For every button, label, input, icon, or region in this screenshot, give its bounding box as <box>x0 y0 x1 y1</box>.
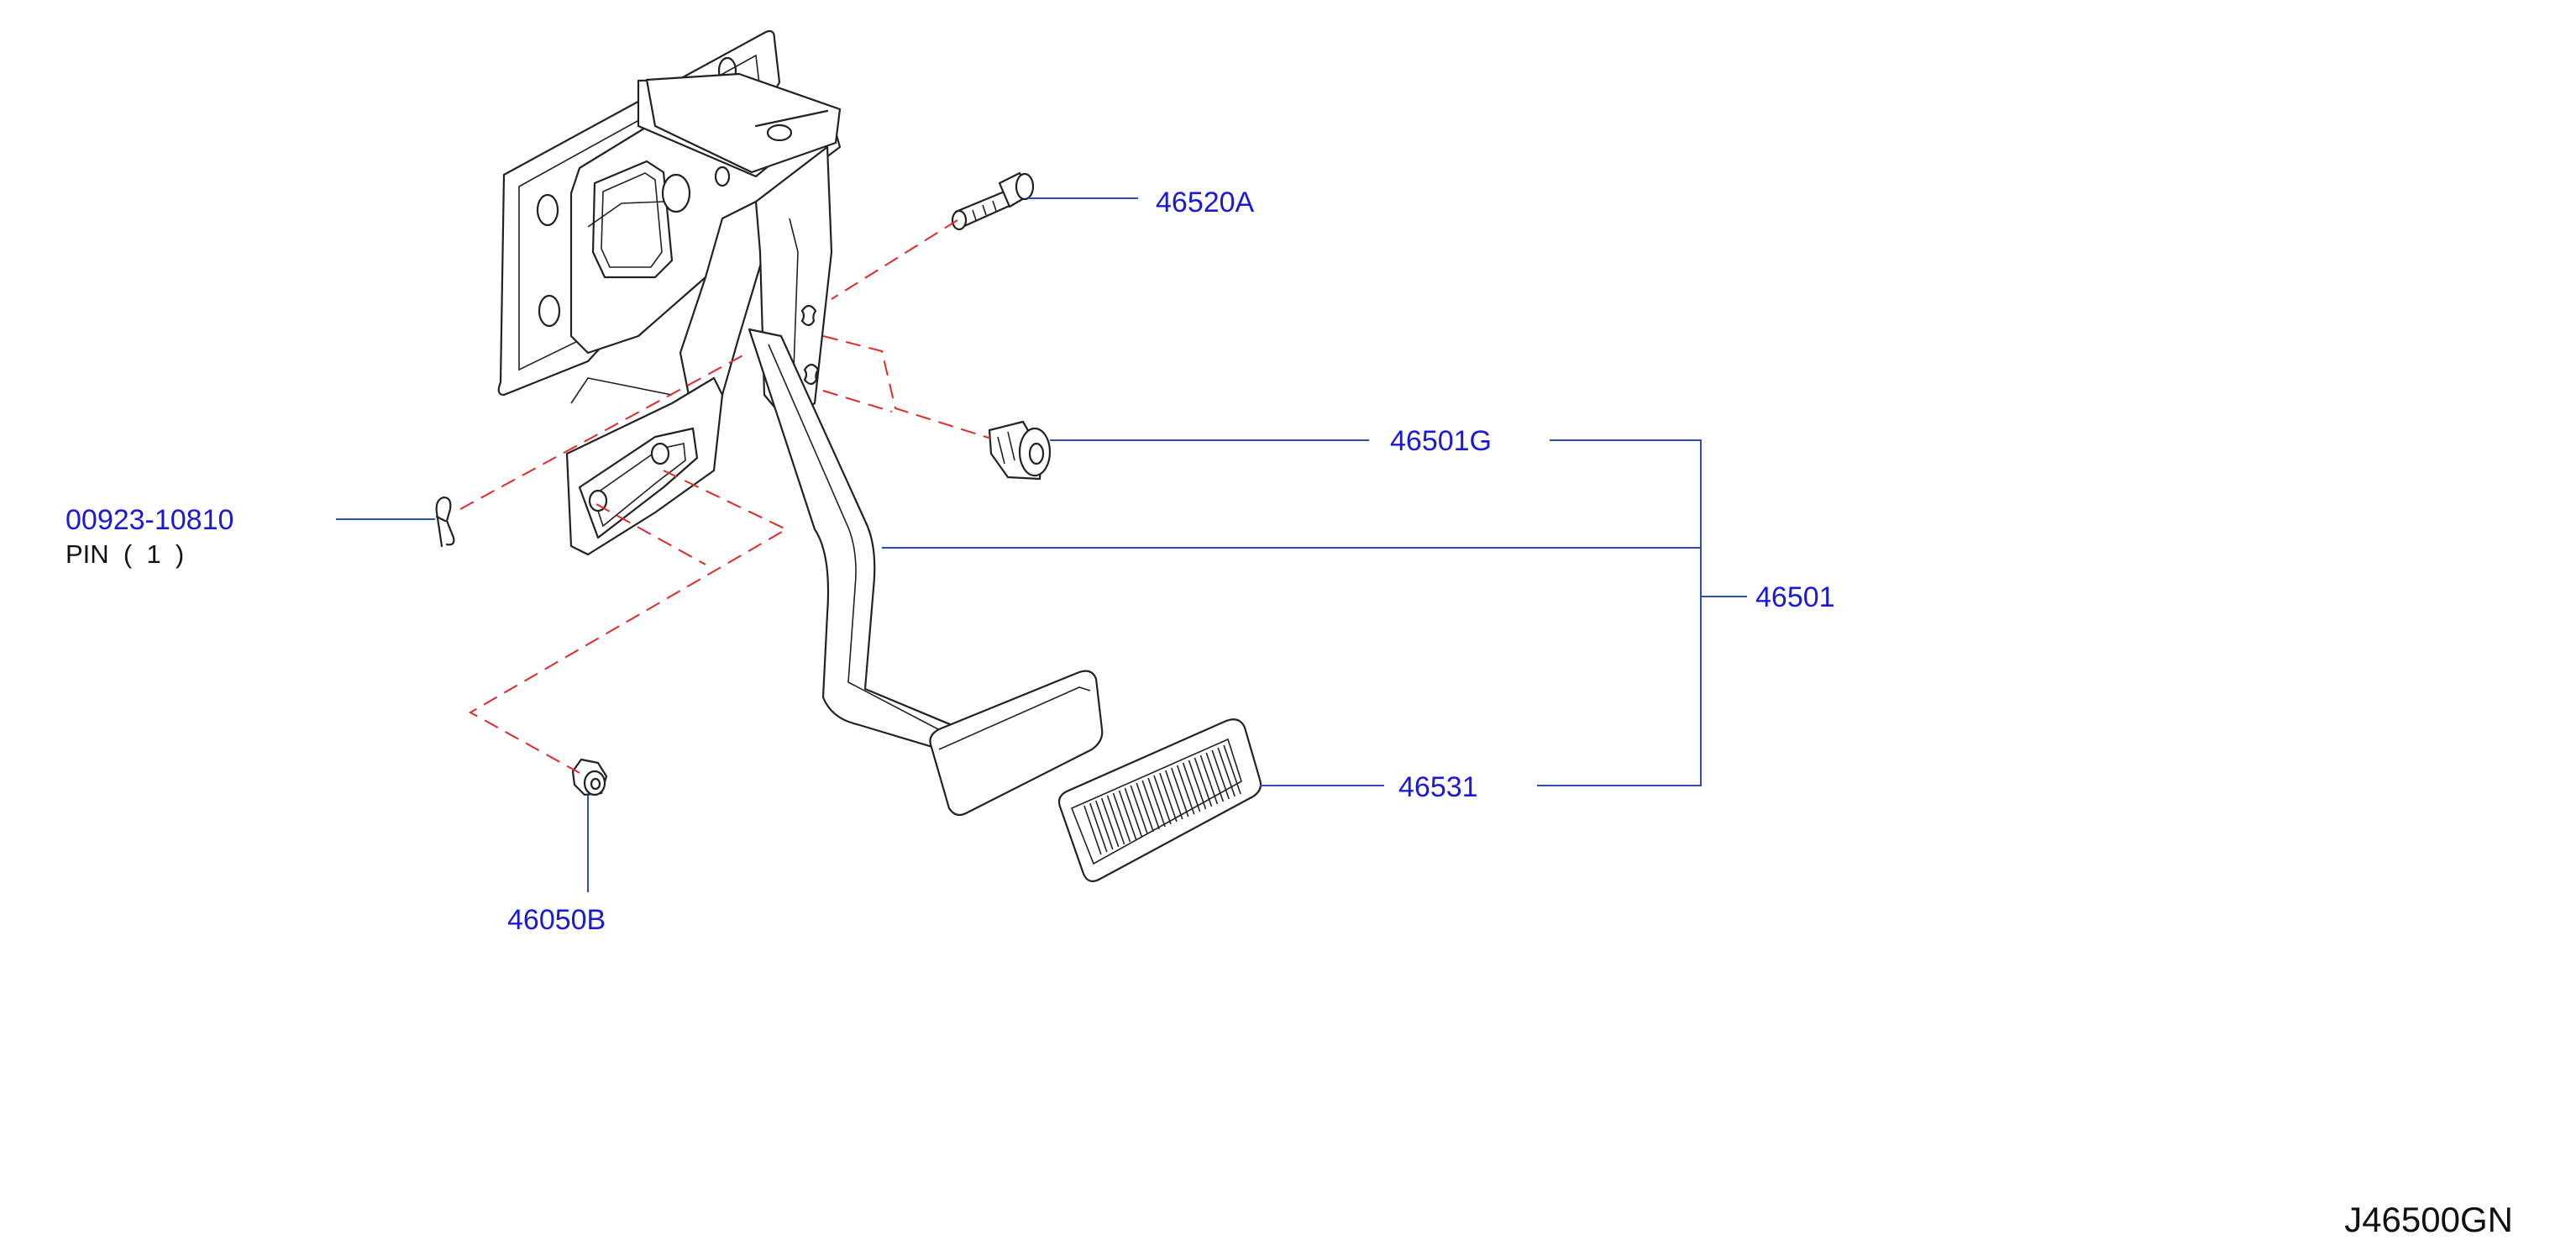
pad-ridge <box>1211 749 1230 800</box>
pad-ridge <box>1100 797 1120 848</box>
pad-ridge <box>1199 754 1219 805</box>
pad-ridge <box>1159 772 1178 823</box>
part-description-pin: PIN ( 1 ) <box>66 539 184 569</box>
pad-ridge <box>1171 767 1189 817</box>
pedal-bracket <box>497 29 842 556</box>
pad-ridge <box>1165 770 1183 820</box>
part-number-46501G: 46501G <box>1390 425 1492 457</box>
pad-ridge <box>1083 805 1102 855</box>
nut-icon <box>571 758 608 796</box>
pad-ridge <box>1188 760 1207 810</box>
pad-ridge <box>1136 782 1154 833</box>
pedal-pad-icon <box>1057 718 1262 883</box>
pad-ridge <box>1141 780 1160 830</box>
clip-pin-icon <box>435 496 455 548</box>
pad-ridge <box>1205 752 1225 802</box>
pad-ridge <box>1217 747 1236 797</box>
part-number-00923-10810: 00923-10810 <box>66 504 233 536</box>
pad-ridge <box>1106 795 1125 845</box>
drawing-code: J46500GN <box>2344 1200 2513 1239</box>
pad-ridge <box>1182 762 1201 812</box>
part-labels: 46520A 46501G 46501 46531 00923-10810 PI… <box>66 187 2513 1239</box>
pedal-arm <box>748 328 1104 817</box>
leader-lines <box>336 197 1747 892</box>
pad-ridge <box>1095 800 1114 850</box>
part-number-46501: 46501 <box>1755 581 1835 613</box>
part-number-46531: 46531 <box>1398 771 1478 803</box>
bolt-icon <box>951 171 1035 231</box>
pad-ridge <box>1130 785 1149 835</box>
pad-ridge <box>1194 757 1213 807</box>
pad-ridge <box>1112 792 1131 843</box>
part-number-46520A: 46520A <box>1156 187 1255 218</box>
pad-ridge <box>1147 777 1166 828</box>
pad-ridge <box>1118 790 1137 840</box>
pad-ridge <box>1176 765 1195 815</box>
bushing-icon <box>988 420 1052 481</box>
part-number-46050B: 46050B <box>507 904 606 936</box>
pad-ridge <box>1153 775 1172 825</box>
assembly-lines <box>459 219 992 774</box>
pad-ridge <box>1124 787 1143 838</box>
pad-ridge <box>1089 802 1108 853</box>
pad-ridge <box>1223 744 1241 795</box>
